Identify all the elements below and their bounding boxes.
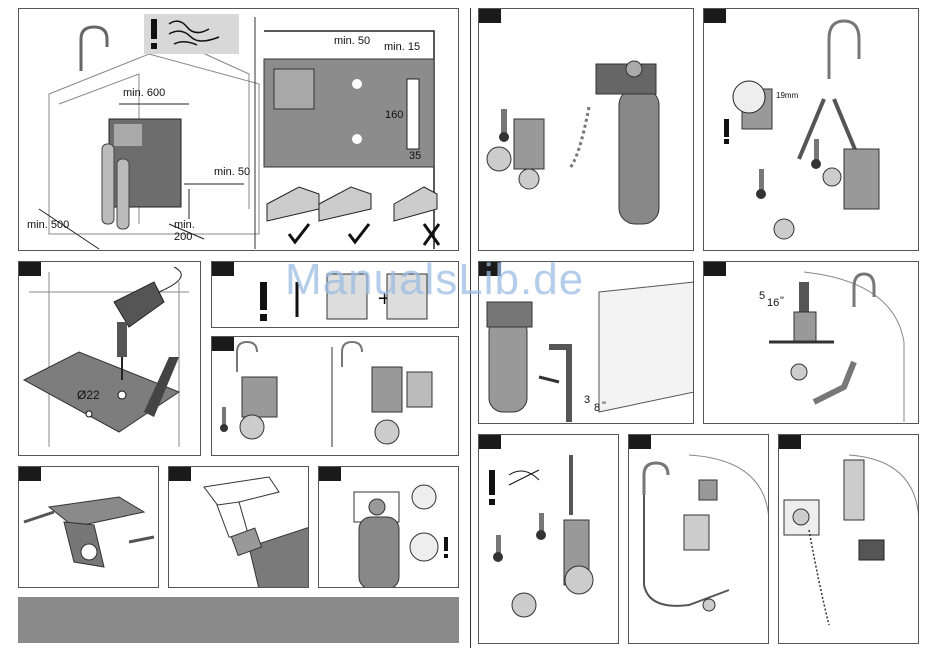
- thermometer-icon: [756, 169, 766, 199]
- warning-icon: [489, 470, 495, 505]
- panel-hose-routing: [628, 434, 769, 644]
- tap-illustration: [704, 9, 919, 251]
- warning-icon: [151, 19, 157, 49]
- thermometer-icon: [536, 513, 546, 540]
- faucet-icon: [342, 342, 362, 367]
- filter-illustration: [479, 9, 694, 251]
- panel-site-requirements: min. 600 min. 50 min. 500 min. 200 min. …: [18, 8, 459, 251]
- warning-icon: [260, 282, 267, 321]
- diameter-label: Ø22: [77, 388, 100, 402]
- footer-bar: [18, 597, 459, 643]
- drill-illustration: [19, 262, 201, 456]
- pressure-illustration: [479, 435, 619, 644]
- detail-circle: [733, 81, 765, 113]
- panel-tube-connection: 5 16 ": [703, 261, 919, 424]
- check-icon: [289, 224, 309, 242]
- thermometer-icon: [220, 407, 228, 432]
- dim-min50-top: min. 50: [334, 35, 370, 47]
- faucet-icon: [854, 274, 874, 307]
- dim-min200: min. 200: [174, 219, 204, 243]
- drill-icon: [114, 282, 164, 380]
- faucet-icon: [237, 342, 257, 372]
- valve-illustration: [212, 337, 459, 456]
- dim-min600: min. 600: [123, 87, 165, 99]
- thermometer-icon: [499, 109, 509, 142]
- page-divider: [470, 8, 471, 648]
- watermark-text: ManualsLib.de: [285, 255, 584, 305]
- head-illustration: [319, 467, 459, 588]
- faucet-icon: [81, 27, 107, 71]
- dim-min50-side: min. 50: [214, 166, 250, 178]
- cartridge-illustration: [169, 467, 309, 588]
- panel-tap-connection: 19mm: [703, 8, 919, 251]
- cross-icon: [424, 224, 439, 245]
- panel-no-pressure-warning: [478, 434, 619, 644]
- panel-filter-mount: [478, 8, 694, 251]
- dim-160: 160: [385, 109, 403, 121]
- faucet-icon: [829, 21, 859, 79]
- fraction-numerator: 3: [584, 394, 590, 406]
- panel-head-fitting: [318, 466, 459, 588]
- fraction-unit: ": [602, 400, 606, 412]
- panel-valve-assembly: [211, 336, 459, 456]
- warning-icon: [724, 119, 729, 144]
- plug-illustration: [779, 435, 919, 644]
- panel-cartridge-insert: [168, 466, 309, 588]
- plug-icon: [793, 509, 809, 525]
- dim-min500: min. 500: [27, 219, 69, 231]
- fraction-denominator: 16: [767, 297, 779, 309]
- splash-icon: [509, 470, 539, 485]
- panel-power-plug: [778, 434, 919, 644]
- routing-illustration: [629, 435, 769, 644]
- warning-icon: [444, 537, 448, 558]
- tube-illustration: [704, 262, 919, 424]
- fraction-denominator: 8: [594, 402, 600, 414]
- check-icon: [349, 224, 369, 242]
- dim-min15: min. 15: [384, 41, 420, 53]
- thermometer-icon: [493, 535, 503, 562]
- bracket-illustration: [19, 467, 159, 588]
- dim-35: 35: [409, 150, 421, 162]
- panel-wall-bracket: [18, 466, 159, 588]
- fraction-unit: ": [780, 295, 784, 307]
- dim-19mm: 19mm: [776, 91, 798, 100]
- panel-drilling: Ø22: [18, 261, 201, 456]
- fraction-numerator: 5: [759, 290, 765, 302]
- thermometer-icon: [811, 139, 821, 169]
- faucet-icon: [644, 463, 668, 495]
